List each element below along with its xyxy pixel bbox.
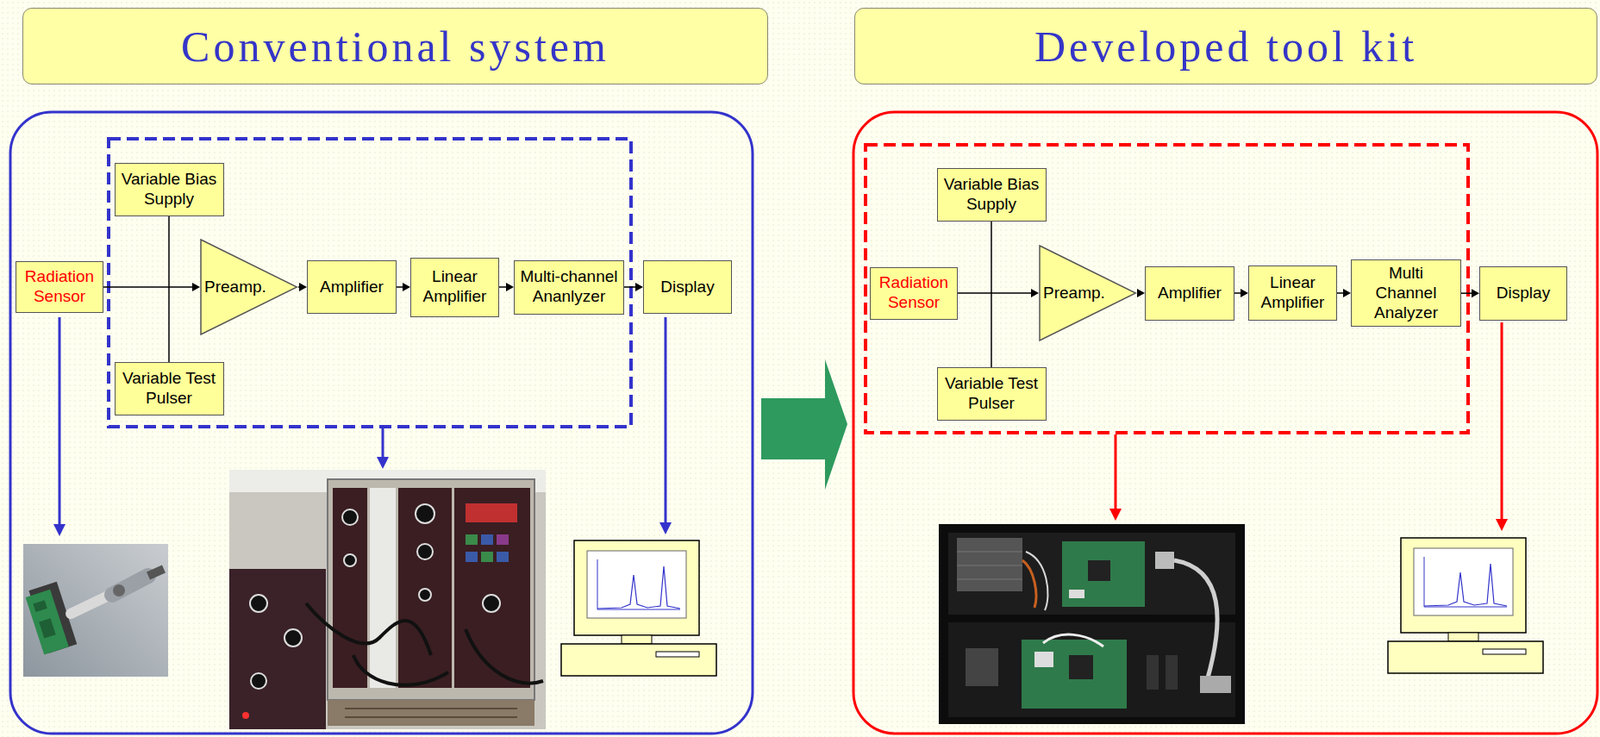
connector <box>624 282 644 292</box>
process-box: Variable Test Pulser <box>937 367 1047 421</box>
connector <box>1137 288 1145 298</box>
arrow-head <box>506 282 514 292</box>
node-label: Multi-channel Ananlyzer <box>518 267 619 307</box>
connector <box>1461 288 1480 298</box>
connector <box>298 282 307 292</box>
process-box: Linear Amplifier <box>410 257 500 318</box>
process-box: Linear Amplifier <box>1248 265 1338 321</box>
sensor-box: Radiation Sensor <box>15 261 104 313</box>
connector <box>168 216 170 363</box>
process-box: Amplifier <box>1144 266 1235 321</box>
sensor-photo <box>23 543 169 677</box>
arrow-head <box>1137 288 1145 298</box>
computer-icon <box>1387 537 1544 674</box>
process-box: Variable Bias Supply <box>937 168 1047 222</box>
amplifier-triangle: Preamp. <box>1038 244 1138 342</box>
connector-line <box>499 286 507 288</box>
process-box: Multi Channel Analyzer <box>1350 259 1462 327</box>
connector-line <box>957 292 1032 294</box>
node-label: Multi Channel Analyzer <box>1356 263 1457 323</box>
node-label: Variable Bias Supply <box>119 169 219 210</box>
node-label: Amplifier <box>1157 283 1222 304</box>
node-label: Amplifier <box>319 277 384 298</box>
node-label: Variable Bias Supply <box>942 175 1042 215</box>
connector-line <box>990 221 993 368</box>
connector-line <box>396 286 404 288</box>
arrow-head <box>299 282 307 292</box>
node-label: Variable Test Pulser <box>119 368 219 409</box>
connector-line <box>168 216 170 363</box>
arrow-head <box>1031 288 1039 298</box>
arrow-head <box>192 282 200 292</box>
title-band: Developed tool kit <box>854 7 1598 85</box>
connector-line <box>1234 292 1242 294</box>
dashed-group-outline <box>108 138 632 427</box>
connector <box>103 282 200 292</box>
node-label: Radiation Sensor <box>20 267 99 307</box>
connector <box>1234 288 1249 298</box>
process-box: Variable Test Pulser <box>114 362 225 416</box>
node-label: Preamp. <box>1043 283 1106 304</box>
computer-icon <box>561 540 717 676</box>
process-box: Display <box>643 260 732 314</box>
node-label: Display <box>1496 283 1550 304</box>
connector-line <box>1461 292 1473 294</box>
arrow-head <box>1343 288 1351 298</box>
arrow-head <box>635 282 644 292</box>
triangle-shape <box>1039 245 1137 341</box>
node-label: Linear Amplifier <box>415 267 494 307</box>
connector <box>499 282 514 292</box>
amplifier-triangle: Preamp. <box>200 238 299 336</box>
connector <box>957 288 1039 298</box>
arrow-head <box>1471 288 1480 298</box>
connector <box>991 221 993 368</box>
toolkit-box-photo <box>938 524 1245 725</box>
arrow-head <box>402 282 411 292</box>
panel-outline <box>10 112 753 734</box>
triangle-shape <box>200 239 298 335</box>
connector-line <box>103 286 194 288</box>
connector <box>396 282 411 292</box>
connector <box>1337 288 1351 298</box>
transition-arrow <box>761 359 848 490</box>
panel-outline <box>853 112 1598 734</box>
node-label: Preamp. <box>204 277 267 298</box>
title-band: Conventional system <box>22 7 769 85</box>
node-label: Variable Test Pulser <box>942 374 1042 414</box>
process-box: Variable Bias Supply <box>114 162 225 217</box>
connector-line <box>624 286 637 288</box>
arrow-head <box>1240 288 1249 298</box>
nim-crate-photo <box>229 469 546 730</box>
node-label: Linear Amplifier <box>1253 273 1332 313</box>
process-box: Display <box>1479 266 1568 321</box>
node-label: Conventional system <box>181 21 610 72</box>
process-box: Amplifier <box>306 260 397 314</box>
node-label: Radiation Sensor <box>875 273 953 313</box>
node-label: Developed tool kit <box>1034 21 1418 72</box>
dashed-group-outline <box>865 144 1469 433</box>
sensor-box: Radiation Sensor <box>869 267 958 320</box>
process-box: Multi-channel Ananlyzer <box>513 260 625 315</box>
node-label: Display <box>660 277 714 298</box>
connector-line <box>1337 292 1344 294</box>
